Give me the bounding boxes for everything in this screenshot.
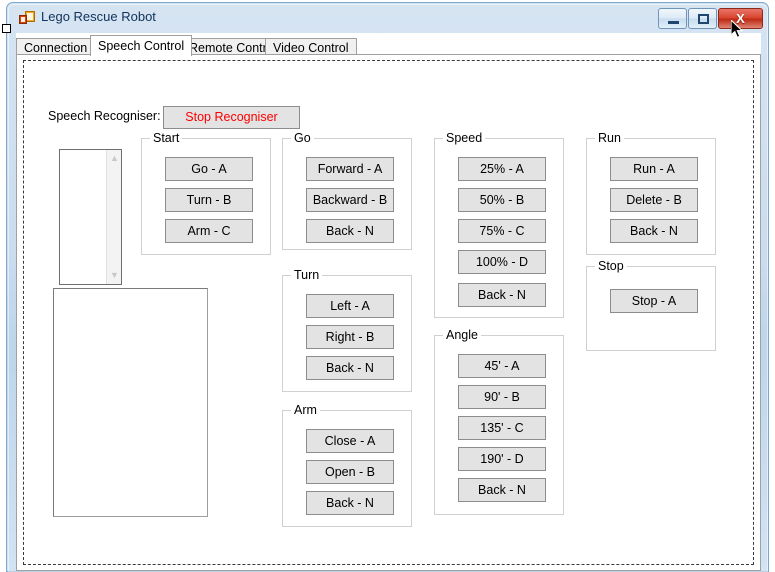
group-start-title: Start [150,131,183,145]
button-run-run[interactable]: Run - A [610,157,698,181]
button-angle-190[interactable]: 190' - D [458,447,546,471]
button-speed-back[interactable]: Back - N [458,283,546,307]
button-speed-100[interactable]: 100% - D [458,250,546,274]
minimize-button[interactable] [658,8,687,29]
tab-connection[interactable]: Connection [16,38,96,56]
winforms-app-icon [19,11,35,25]
button-angle-back[interactable]: Back - N [458,478,546,502]
button-turn-right[interactable]: Right - B [306,325,394,349]
button-arm-open[interactable]: Open - B [306,460,394,484]
group-turn: Turn Left - A Right - B Back - N [282,268,412,392]
button-speed-75[interactable]: 75% - C [458,219,546,243]
group-run: Run Run - A Delete - B Back - N [586,131,716,255]
speech-recogniser-label: Speech Recogniser: [48,109,161,123]
button-arm-back[interactable]: Back - N [306,491,394,515]
group-go-title: Go [291,131,314,145]
group-arm: Arm Close - A Open - B Back - N [282,403,412,527]
listbox-scrollbar[interactable]: ▲ ▼ [106,150,121,284]
speech-results-listbox[interactable]: ▲ ▼ [59,149,122,285]
button-speed-25[interactable]: 25% - A [458,157,546,181]
tab-strip: Connection Speech Control Remote Control… [16,35,761,56]
button-speed-50[interactable]: 50% - B [458,188,546,212]
tab-speech-control[interactable]: Speech Control [90,35,193,56]
window-frame: Lego Rescue Robot X Connection Speech Co… [6,2,769,572]
scroll-up-icon[interactable]: ▲ [110,153,119,163]
button-angle-90[interactable]: 90' - B [458,385,546,409]
minimize-icon [659,9,686,28]
scroll-down-icon[interactable]: ▼ [110,270,119,280]
button-start-go[interactable]: Go - A [165,157,253,181]
group-speed: Speed 25% - A 50% - B 75% - C 100% - D B… [434,131,564,318]
button-start-arm[interactable]: Arm - C [165,219,253,243]
maximize-button[interactable] [688,8,717,29]
title-bar[interactable]: Lego Rescue Robot X [7,3,770,33]
window-controls: X [657,8,763,30]
button-start-turn[interactable]: Turn - B [165,188,253,212]
group-angle-title: Angle [443,328,481,342]
button-turn-left[interactable]: Left - A [306,294,394,318]
button-run-back[interactable]: Back - N [610,219,698,243]
group-run-title: Run [595,131,624,145]
stop-recogniser-button[interactable]: Stop Recogniser [163,106,300,129]
output-panel[interactable] [53,288,208,517]
button-go-backward[interactable]: Backward - B [306,188,394,212]
mouse-cursor-icon [731,20,744,39]
maximize-icon [689,9,716,28]
button-go-back[interactable]: Back - N [306,219,394,243]
client-area: Connection Speech Control Remote Control… [16,33,761,571]
button-run-delete[interactable]: Delete - B [610,188,698,212]
group-angle: Angle 45' - A 90' - B 135' - C 190' - D … [434,328,564,515]
designer-resize-handle[interactable] [2,24,11,33]
window-title: Lego Rescue Robot [41,9,156,24]
close-icon: X [736,11,745,26]
button-go-forward[interactable]: Forward - A [306,157,394,181]
button-angle-135[interactable]: 135' - C [458,416,546,440]
tab-video-control[interactable]: Video Control [265,38,357,56]
button-angle-45[interactable]: 45' - A [458,354,546,378]
group-speed-title: Speed [443,131,486,145]
button-turn-back[interactable]: Back - N [306,356,394,380]
group-start: Start Go - A Turn - B Arm - C [141,131,271,255]
group-stop-title: Stop [595,259,627,273]
group-stop: Stop Stop - A [586,259,716,351]
group-turn-title: Turn [291,268,323,282]
group-go: Go Forward - A Backward - B Back - N [282,131,412,250]
button-stop-stop[interactable]: Stop - A [610,289,698,313]
group-arm-title: Arm [291,403,320,417]
button-arm-close[interactable]: Close - A [306,429,394,453]
